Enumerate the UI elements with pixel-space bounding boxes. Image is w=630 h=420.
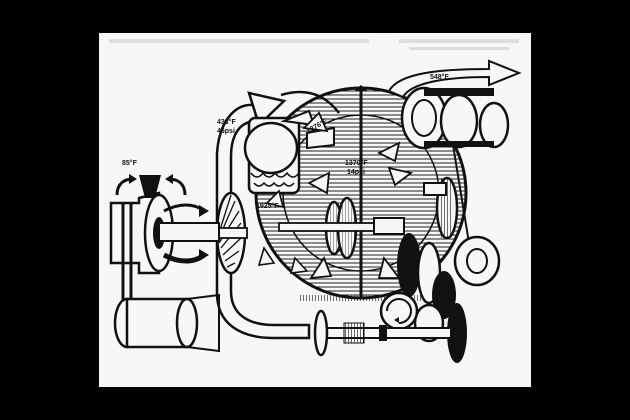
compressor-pressure-label: 46psi (217, 128, 235, 135)
combustion-temp-label: 1925°F (256, 203, 279, 210)
hot-gas-arrows (302, 111, 414, 280)
gear-tower (423, 144, 501, 287)
reduction-gearbox (379, 233, 467, 363)
turbine-pressure-label: 14psi (347, 169, 365, 176)
intake-section (109, 174, 220, 275)
faded-header-text (109, 39, 519, 50)
accessory-pulleys (400, 86, 510, 150)
output-shaft (313, 309, 452, 357)
engine-cutaway-diagram (109, 39, 522, 363)
starter-belt-drive (113, 203, 220, 353)
exhaust-arrow (387, 59, 522, 99)
intake-temp-label: 85°F (122, 160, 137, 167)
turbine-wheels (278, 196, 405, 260)
compressor-temp-label: 433°F (217, 119, 236, 126)
combustor (243, 109, 335, 195)
internal-flow-arrows (257, 189, 309, 274)
exhaust-temp-label: 548°F (430, 74, 449, 81)
turbine-temp-label: 1370°F (345, 160, 368, 167)
diagram-sheet: 85°F 433°F 46psi 1925°F 1370°F 14psi 548… (99, 33, 531, 387)
